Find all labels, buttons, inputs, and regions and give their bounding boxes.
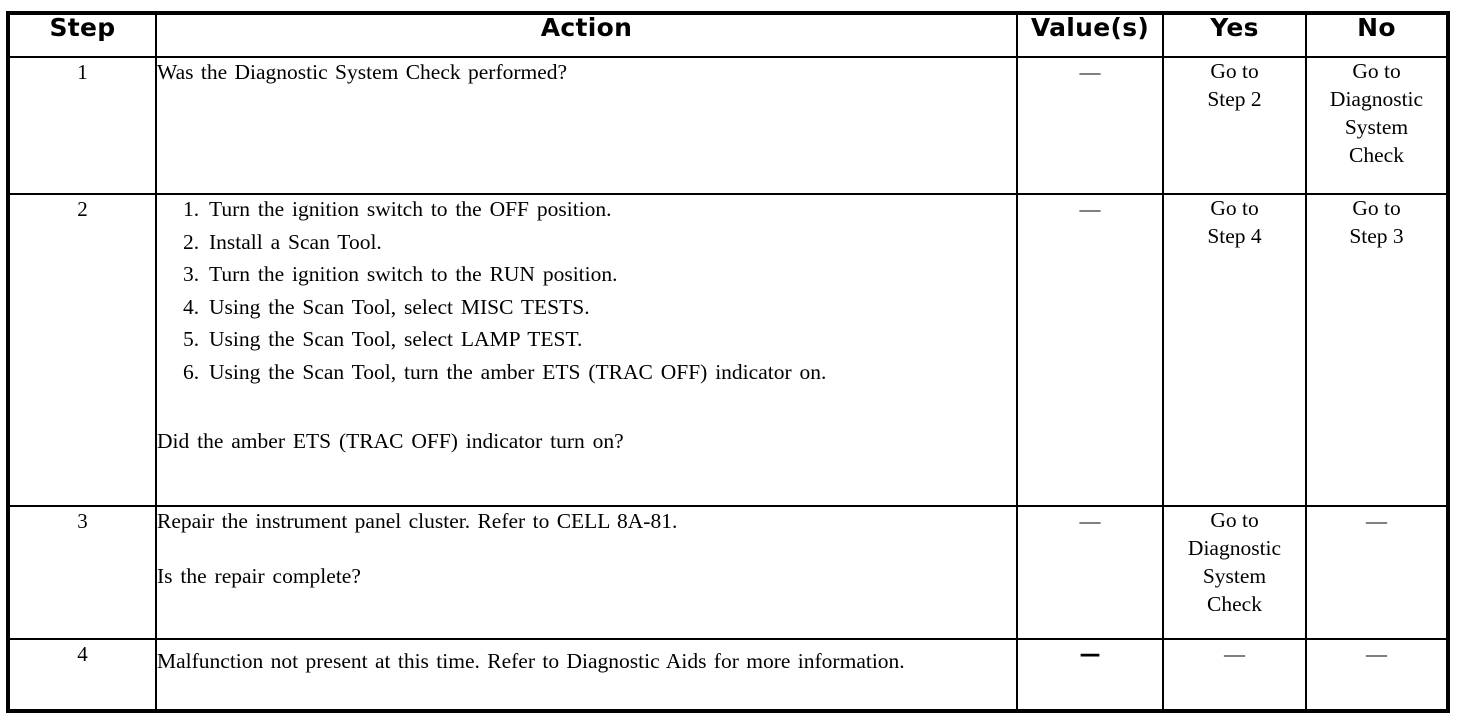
no-cell: Go to Step 3 bbox=[1305, 193, 1449, 507]
no-line: Diagnostic bbox=[1329, 86, 1424, 111]
action-text: Malfunction not present at this time. Re… bbox=[157, 649, 905, 673]
value-dash: — bbox=[1079, 197, 1101, 221]
no-line: Go to bbox=[1352, 59, 1401, 83]
column-header-value: Value(s) bbox=[1016, 12, 1164, 58]
no-dash: — bbox=[1366, 509, 1387, 533]
no-line: Go to bbox=[1352, 196, 1401, 220]
yes-line: System bbox=[1202, 563, 1267, 588]
list-item-number: 3. bbox=[183, 262, 200, 287]
no-line: Step 3 bbox=[1349, 223, 1404, 248]
table-row: 1 Was the Diagnostic System Check perfor… bbox=[7, 56, 1449, 195]
action-step-list: 1. Turn the ignition switch to the OFF p… bbox=[157, 195, 1016, 387]
column-header-yes: Yes bbox=[1162, 12, 1307, 58]
table-header: Step Action Value(s) Yes No bbox=[7, 12, 1449, 58]
yes-line: Go to bbox=[1210, 196, 1259, 220]
value-cell: — bbox=[1016, 638, 1164, 712]
action-cell: Malfunction not present at this time. Re… bbox=[155, 638, 1018, 712]
list-item-number: 4. bbox=[183, 294, 200, 319]
list-item: 4. Using the Scan Tool, select MISC TEST… bbox=[183, 293, 1016, 322]
list-item-text: Using the Scan Tool, turn the amber ETS … bbox=[209, 359, 827, 384]
column-header-action: Action bbox=[155, 12, 1018, 58]
yes-cell: — bbox=[1162, 638, 1307, 712]
value-dash: — bbox=[1079, 60, 1101, 84]
list-item: 6. Using the Scan Tool, turn the amber E… bbox=[183, 358, 1016, 387]
yes-line: Step 4 bbox=[1207, 223, 1262, 248]
step-number-cell: 1 bbox=[7, 56, 157, 195]
yes-line: Go to bbox=[1210, 508, 1259, 532]
action-text: Repair the instrument panel cluster. Ref… bbox=[157, 509, 678, 533]
yes-line: Check bbox=[1207, 591, 1262, 616]
list-item-text: Install a Scan Tool. bbox=[209, 229, 382, 254]
list-item-number: 5. bbox=[183, 327, 200, 352]
no-dash: — bbox=[1366, 642, 1387, 666]
value-dash: — bbox=[1079, 642, 1101, 666]
list-item: 5. Using the Scan Tool, select LAMP TEST… bbox=[183, 325, 1016, 354]
value-cell: — bbox=[1016, 56, 1164, 195]
yes-cell: Go to Diagnostic System Check bbox=[1162, 505, 1307, 640]
blank-spacer bbox=[157, 536, 1016, 562]
action-text: Was the Diagnostic System Check performe… bbox=[157, 60, 568, 84]
list-item-number: 1. bbox=[183, 197, 200, 221]
yes-cell: Go to Step 2 bbox=[1162, 56, 1307, 195]
value-dash: — bbox=[1079, 509, 1101, 533]
yes-cell: Go to Step 4 bbox=[1162, 193, 1307, 507]
yes-dash: — bbox=[1224, 642, 1245, 666]
action-cell: Repair the instrument panel cluster. Ref… bbox=[155, 505, 1018, 640]
value-cell: — bbox=[1016, 505, 1164, 640]
no-cell: — bbox=[1305, 638, 1449, 712]
list-item-text: Turn the ignition switch to the RUN posi… bbox=[209, 262, 618, 287]
table-row: 3 Repair the instrument panel cluster. R… bbox=[7, 505, 1449, 640]
table-header-row: Step Action Value(s) Yes No bbox=[7, 12, 1449, 58]
column-header-no: No bbox=[1305, 12, 1449, 58]
action-cell: Was the Diagnostic System Check performe… bbox=[155, 56, 1018, 195]
no-line: System bbox=[1344, 114, 1409, 139]
no-cell: Go to Diagnostic System Check bbox=[1305, 56, 1449, 195]
no-line: Check bbox=[1349, 142, 1404, 167]
list-item: 2. Install a Scan Tool. bbox=[183, 228, 1016, 257]
column-header-step: Step bbox=[7, 12, 157, 58]
action-question: Did the amber ETS (TRAC OFF) indicator t… bbox=[157, 428, 624, 453]
list-item: 3. Turn the ignition switch to the RUN p… bbox=[183, 260, 1016, 289]
action-question: Is the repair complete? bbox=[157, 564, 361, 589]
list-item-number: 2. bbox=[183, 229, 200, 254]
list-item-text: Using the Scan Tool, select LAMP TEST. bbox=[209, 327, 583, 352]
action-cell: 1. Turn the ignition switch to the OFF p… bbox=[155, 193, 1018, 507]
step-number-cell: 2 bbox=[7, 193, 157, 507]
blank-spacer bbox=[157, 391, 1016, 427]
list-item: 1. Turn the ignition switch to the OFF p… bbox=[183, 195, 1016, 224]
table-row: 4 Malfunction not present at this time. … bbox=[7, 638, 1449, 712]
step-number-cell: 4 bbox=[7, 638, 157, 712]
diagnostic-procedure-table: Step Action Value(s) Yes No 1 Was the Di… bbox=[6, 11, 1450, 713]
list-item-text: Turn the ignition switch to the OFF posi… bbox=[209, 197, 612, 221]
list-item-number: 6. bbox=[183, 359, 200, 384]
yes-line: Diagnostic bbox=[1187, 535, 1282, 560]
no-cell: — bbox=[1305, 505, 1449, 640]
table-body: 1 Was the Diagnostic System Check perfor… bbox=[7, 56, 1449, 712]
yes-line: Step 2 bbox=[1207, 86, 1262, 111]
step-number-cell: 3 bbox=[7, 505, 157, 640]
list-item-text: Using the Scan Tool, select MISC TESTS. bbox=[209, 294, 590, 319]
table-row: 2 1. Turn the ignition switch to the OFF… bbox=[7, 193, 1449, 507]
yes-line: Go to bbox=[1210, 59, 1259, 83]
value-cell: — bbox=[1016, 193, 1164, 507]
